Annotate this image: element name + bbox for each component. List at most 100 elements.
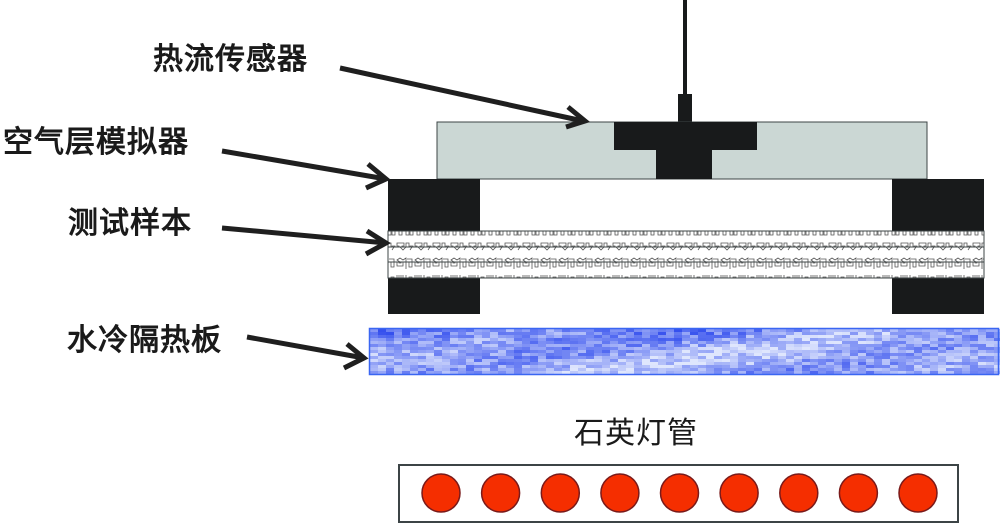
water-texture-cell (682, 341, 690, 344)
water-texture-cell (834, 335, 842, 338)
water-texture-cell (466, 344, 474, 347)
water-texture-cell (986, 353, 994, 356)
water-texture-cell (714, 359, 722, 362)
water-texture-cell (698, 338, 706, 341)
water-texture-cell (730, 365, 738, 368)
water-texture-cell (786, 338, 794, 341)
water-texture-cell (874, 344, 882, 347)
water-texture-cell (602, 371, 610, 374)
water-texture-cell (802, 335, 810, 338)
water-texture-cell (882, 371, 890, 374)
water-texture-cell (634, 359, 642, 362)
water-texture-cell (386, 338, 394, 341)
water-texture-cell (738, 341, 746, 344)
water-texture-cell (610, 329, 618, 332)
water-texture-cell (642, 350, 650, 353)
water-texture-cell (674, 353, 682, 356)
water-texture-cell (882, 353, 890, 356)
water-texture-cell (914, 371, 922, 374)
water-texture-cell (650, 371, 658, 374)
water-texture-cell (970, 368, 978, 371)
water-texture-cell (714, 371, 722, 374)
water-texture-cell (570, 371, 578, 374)
water-texture-cell (826, 332, 834, 335)
water-texture-cell (762, 350, 770, 353)
water-texture-cell (994, 359, 1000, 362)
water-texture-cell (802, 353, 810, 356)
water-texture-cell (658, 341, 666, 344)
water-texture-cell (682, 356, 690, 359)
water-texture-cell (586, 371, 594, 374)
water-texture-cell (610, 359, 618, 362)
water-texture-cell (922, 335, 930, 338)
water-texture-cell (914, 353, 922, 356)
water-texture-cell (690, 332, 698, 335)
water-texture-cell (458, 356, 466, 359)
water-texture-cell (714, 350, 722, 353)
water-texture-cell (634, 356, 642, 359)
water-plate-border (368, 327, 1000, 376)
water-texture-cell (722, 365, 730, 368)
water-texture-cell (914, 365, 922, 368)
water-texture-cell (594, 371, 602, 374)
water-texture-cell (474, 335, 482, 338)
water-texture-cell (554, 371, 562, 374)
water-texture-cell (402, 371, 410, 374)
water-texture-cell (978, 347, 986, 350)
water-texture-cell (586, 335, 594, 338)
water-texture-cell (586, 365, 594, 368)
water-texture-cell (466, 332, 474, 335)
water-texture-cell (874, 335, 882, 338)
water-texture-cell (946, 371, 954, 374)
water-texture-cell (370, 350, 378, 353)
water-texture-cell (682, 359, 690, 362)
heat-flux-sensor-head (614, 122, 757, 150)
water-texture-cell (450, 347, 458, 350)
water-texture-cell (962, 338, 970, 341)
water-texture-cell (418, 329, 426, 332)
water-texture-cell (786, 344, 794, 347)
water-texture-cell (602, 347, 610, 350)
water-texture-cell (954, 368, 962, 371)
water-texture-cell (594, 353, 602, 356)
water-texture-cell (674, 344, 682, 347)
water-texture-cell (690, 365, 698, 368)
water-texture-cell (506, 371, 514, 374)
water-texture-cell (850, 344, 858, 347)
water-texture-cell (858, 359, 866, 362)
water-texture-cell (466, 353, 474, 356)
water-texture-cell (498, 365, 506, 368)
water-texture-cell (594, 359, 602, 362)
water-texture-cell (746, 359, 754, 362)
water-texture-cell (450, 353, 458, 356)
water-texture-cell (858, 344, 866, 347)
water-texture-cell (546, 332, 554, 335)
water-texture-cell (914, 332, 922, 335)
water-texture-cell (474, 329, 482, 332)
water-texture-cell (490, 350, 498, 353)
water-texture-cell (962, 341, 970, 344)
water-texture-cell (522, 365, 530, 368)
water-texture-cell (378, 350, 386, 353)
water-texture-cell (994, 350, 1000, 353)
water-texture-cell (898, 332, 906, 335)
water-texture-cell (538, 353, 546, 356)
water-texture-cell (906, 371, 914, 374)
water-texture-cell (554, 338, 562, 341)
water-texture-cell (986, 329, 994, 332)
water-texture-cell (434, 371, 442, 374)
water-texture-cell (602, 332, 610, 335)
water-texture-cell (786, 365, 794, 368)
water-texture-cell (898, 347, 906, 350)
water-texture-cell (794, 356, 802, 359)
water-texture-cell (658, 353, 666, 356)
water-texture-cell (906, 332, 914, 335)
water-texture-cell (634, 344, 642, 347)
water-texture-cell (402, 338, 410, 341)
water-texture-cell (858, 341, 866, 344)
water-texture-cell (802, 359, 810, 362)
water-texture-cell (506, 359, 514, 362)
water-texture-cell (810, 335, 818, 338)
water-texture-cell (618, 338, 626, 341)
water-texture-cell (802, 371, 810, 374)
